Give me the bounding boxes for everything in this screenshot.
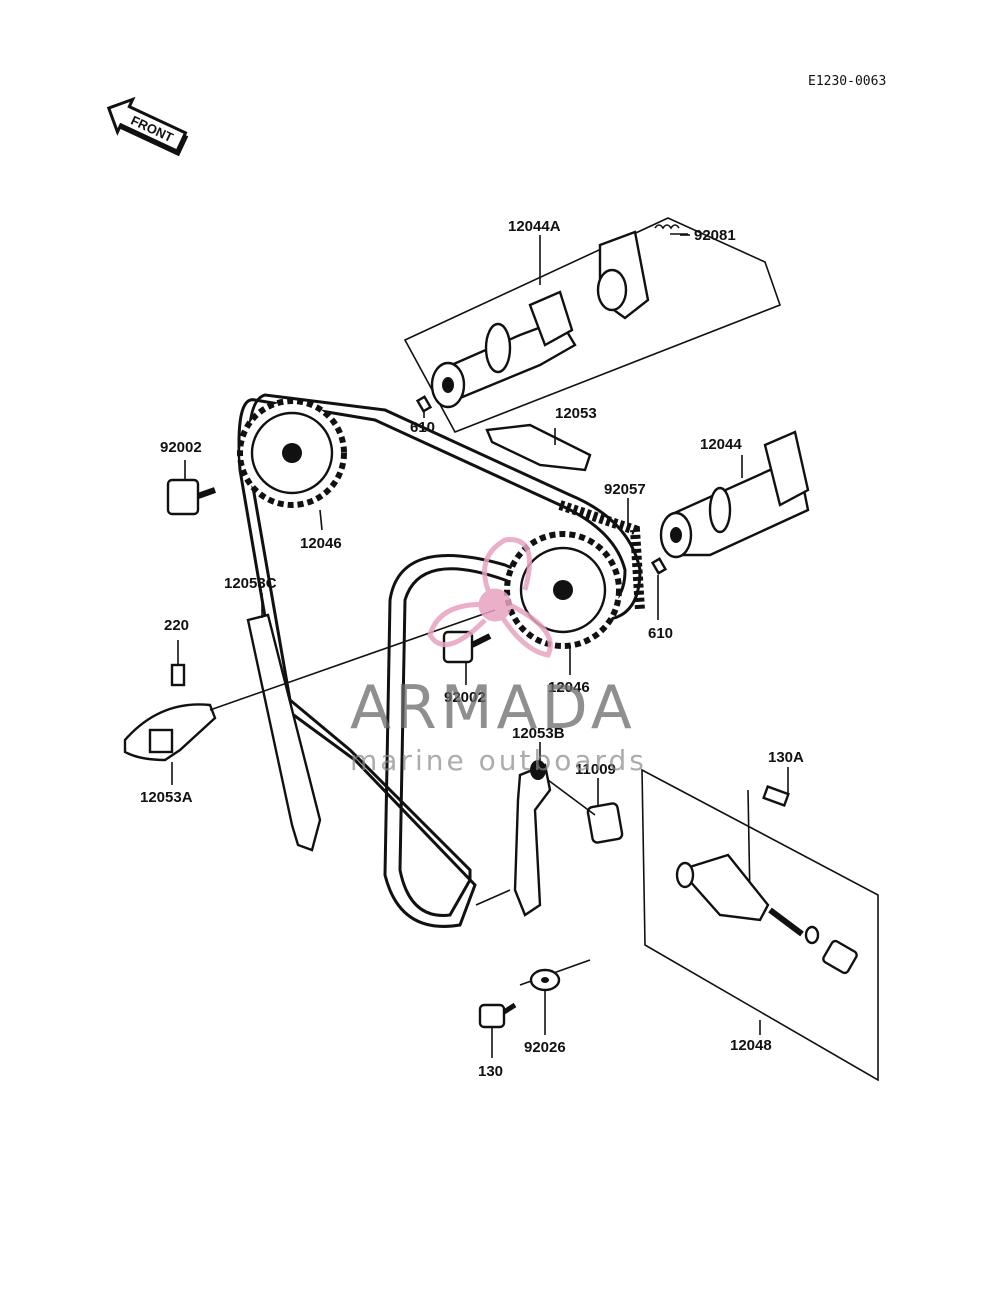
label-12048: 12048 bbox=[730, 1037, 772, 1054]
chain-guide-c bbox=[246, 613, 322, 852]
label-610-right: 610 bbox=[648, 625, 673, 642]
chain-guide-top bbox=[485, 423, 592, 472]
sprocket-lower bbox=[504, 531, 622, 649]
watermark-tagline: marine outboards bbox=[350, 744, 647, 777]
label-92002-lower: 92002 bbox=[444, 689, 486, 706]
bolt-130-icon bbox=[478, 1002, 517, 1029]
label-12053b: 12053B bbox=[512, 725, 565, 742]
propeller-logo-icon bbox=[427, 537, 553, 658]
label-12053: 12053 bbox=[555, 405, 597, 422]
bolt-upper-left-icon bbox=[166, 478, 216, 516]
leader-lines bbox=[171, 233, 789, 1058]
chain-guide-b bbox=[475, 760, 624, 986]
label-12053a: 12053A bbox=[140, 789, 193, 806]
label-12044a: 12044A bbox=[508, 218, 561, 235]
label-610-upper: 610 bbox=[410, 419, 435, 436]
label-130a: 130A bbox=[768, 749, 804, 766]
label-92057: 92057 bbox=[604, 481, 646, 498]
label-12053c: 12053C bbox=[224, 575, 277, 592]
diagram-code: E1230-0063 bbox=[808, 74, 886, 89]
label-92026: 92026 bbox=[524, 1039, 566, 1056]
washer-icon bbox=[529, 968, 561, 992]
sprocket-upper bbox=[237, 398, 347, 508]
label-11009: 11009 bbox=[575, 761, 616, 778]
tensioner-panel bbox=[641, 768, 879, 1082]
front-arrow-icon: FRONT bbox=[106, 96, 189, 157]
label-12046-lower: 12046 bbox=[548, 679, 590, 696]
watermark-brand: ARMADA bbox=[350, 673, 636, 743]
label-12044: 12044 bbox=[700, 436, 742, 453]
watermark: ARMADA marine outboards bbox=[350, 537, 647, 777]
label-220: 220 bbox=[164, 617, 189, 634]
camshaft-intake bbox=[650, 430, 810, 575]
camshaft-exhaust-panel bbox=[403, 217, 782, 434]
chain-guide-a bbox=[123, 609, 496, 762]
label-130: 130 bbox=[478, 1063, 503, 1080]
label-12046-upper: 12046 bbox=[300, 535, 342, 552]
label-92002-upper: 92002 bbox=[160, 439, 202, 456]
label-92081: 92081 bbox=[694, 227, 736, 244]
